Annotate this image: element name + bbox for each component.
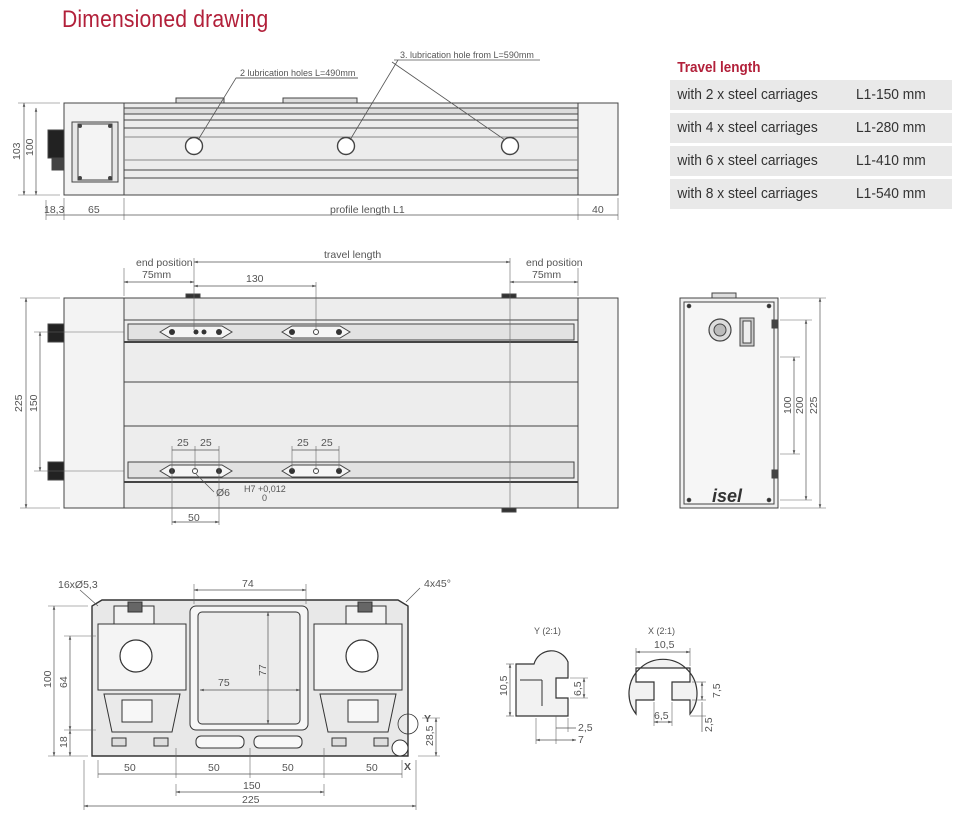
- tolerance-upper: H7 +0,012: [244, 484, 286, 494]
- dim-section-50-c: 50: [282, 762, 294, 774]
- dim-end-200: 200: [794, 396, 806, 414]
- travel-row-value: L1-280 mm: [856, 119, 926, 136]
- travel-length-table: Travel length with 2 x steel carriages L…: [670, 56, 952, 212]
- dim-top-50: 50: [188, 512, 200, 524]
- dim-section-150: 150: [243, 780, 261, 792]
- end-position-left-75: 75mm: [142, 269, 171, 281]
- dim-top-225: 225: [13, 394, 25, 412]
- dim-profile-length: profile length L1: [330, 204, 405, 216]
- detail-y-10-5: 10,5: [498, 675, 510, 696]
- connector-plug: [47, 323, 65, 343]
- travel-row-carriages: with 4 x steel carriages: [677, 119, 818, 136]
- detail-y-7: 7: [578, 734, 584, 746]
- travel-row: with 6 x steel carriages L1-410 mm: [670, 146, 952, 176]
- dim-end-100: 100: [782, 396, 794, 414]
- dim-25-a: 25: [177, 437, 189, 449]
- end-position-right: end position: [526, 257, 583, 269]
- detail-x-6-5: 6,5: [654, 710, 669, 722]
- dim-section-75: 75: [218, 677, 230, 689]
- side-lub-hole3-note: 3. lubrication hole from L=590mm: [400, 50, 534, 60]
- detail-y: [506, 650, 588, 744]
- travel-row-carriages: with 6 x steel carriages: [677, 152, 818, 169]
- isel-logo: isel: [712, 486, 743, 506]
- dim-side-18-3: 18,3: [44, 204, 65, 216]
- holes-label: 16xØ5,3: [58, 579, 98, 591]
- dim-section-18: 18: [58, 736, 70, 748]
- travel-row: with 4 x steel carriages L1-280 mm: [670, 113, 952, 143]
- detail-x-7-5: 7,5: [711, 683, 723, 698]
- dim-side-40: 40: [592, 204, 604, 216]
- detail-x: [628, 648, 706, 732]
- dim-section-50-b: 50: [208, 762, 220, 774]
- section-view: [48, 584, 440, 810]
- label-y: Y: [424, 713, 431, 725]
- bore: [119, 639, 153, 673]
- side-view: [18, 59, 619, 220]
- dim-side-65: 65: [88, 204, 100, 216]
- dim-25-c: 25: [297, 437, 309, 449]
- dim-section-74: 74: [242, 578, 254, 590]
- page-title: Dimensioned drawing: [62, 6, 269, 33]
- dim-section-64: 64: [58, 676, 70, 688]
- travel-row-carriages: with 2 x steel carriages: [677, 86, 818, 103]
- end-position-left: end position: [136, 257, 193, 269]
- dim-section-28-5: 28,5: [424, 725, 436, 746]
- dim-section-100: 100: [42, 670, 54, 688]
- lubrication-hole: [184, 136, 204, 156]
- dia-6: Ø6: [216, 487, 230, 499]
- travel-length-heading: Travel length: [677, 59, 761, 76]
- end-position-right-75: 75mm: [532, 269, 561, 281]
- travel-row: with 2 x steel carriages L1-150 mm: [670, 80, 952, 110]
- label-x: X: [404, 761, 411, 773]
- dim-top-150: 150: [28, 394, 40, 412]
- dim-25-b: 25: [200, 437, 212, 449]
- dim-side-100: 100: [24, 138, 36, 156]
- travel-row-value: L1-150 mm: [856, 86, 926, 103]
- guide-rail-upper: [127, 323, 575, 341]
- lubrication-hole: [500, 136, 520, 156]
- connector-plate: [77, 123, 113, 181]
- lubrication-hole: [336, 136, 356, 156]
- guide-rail-lower: [127, 461, 575, 479]
- detail-y-2-5: 2,5: [578, 722, 593, 734]
- detail-x-slot: [628, 658, 698, 716]
- dim-25-d: 25: [321, 437, 333, 449]
- chamfer-label: 4x45°: [424, 578, 451, 590]
- detail-x-10-5: 10,5: [654, 639, 675, 651]
- dim-section-50-a: 50: [124, 762, 136, 774]
- connector-plug: [47, 129, 65, 159]
- dim-section-77: 77: [257, 664, 269, 676]
- dim-end-225: 225: [808, 396, 820, 414]
- side-lub-holes-note: 2 lubrication holes L=490mm: [240, 68, 355, 78]
- travel-row: with 8 x steel carriages L1-540 mm: [670, 179, 952, 209]
- detail-y-6-5: 6,5: [572, 681, 584, 696]
- travel-row-carriages: with 8 x steel carriages: [677, 185, 818, 202]
- dim-section-50-d: 50: [366, 762, 378, 774]
- travel-length-label: travel length: [324, 249, 381, 261]
- dim-130: 130: [246, 273, 264, 285]
- travel-row-value: L1-410 mm: [856, 152, 926, 169]
- detail-x-2-5: 2,5: [703, 717, 715, 732]
- top-view: [20, 258, 619, 525]
- tolerance-lower: 0: [262, 493, 267, 503]
- detail-x-label: X (2:1): [648, 626, 675, 636]
- dim-side-103: 103: [11, 142, 23, 160]
- dim-section-225: 225: [242, 794, 260, 806]
- travel-row-value: L1-540 mm: [856, 185, 926, 202]
- end-view: [679, 292, 826, 509]
- detail-y-label: Y (2:1): [534, 626, 561, 636]
- bore: [345, 639, 379, 673]
